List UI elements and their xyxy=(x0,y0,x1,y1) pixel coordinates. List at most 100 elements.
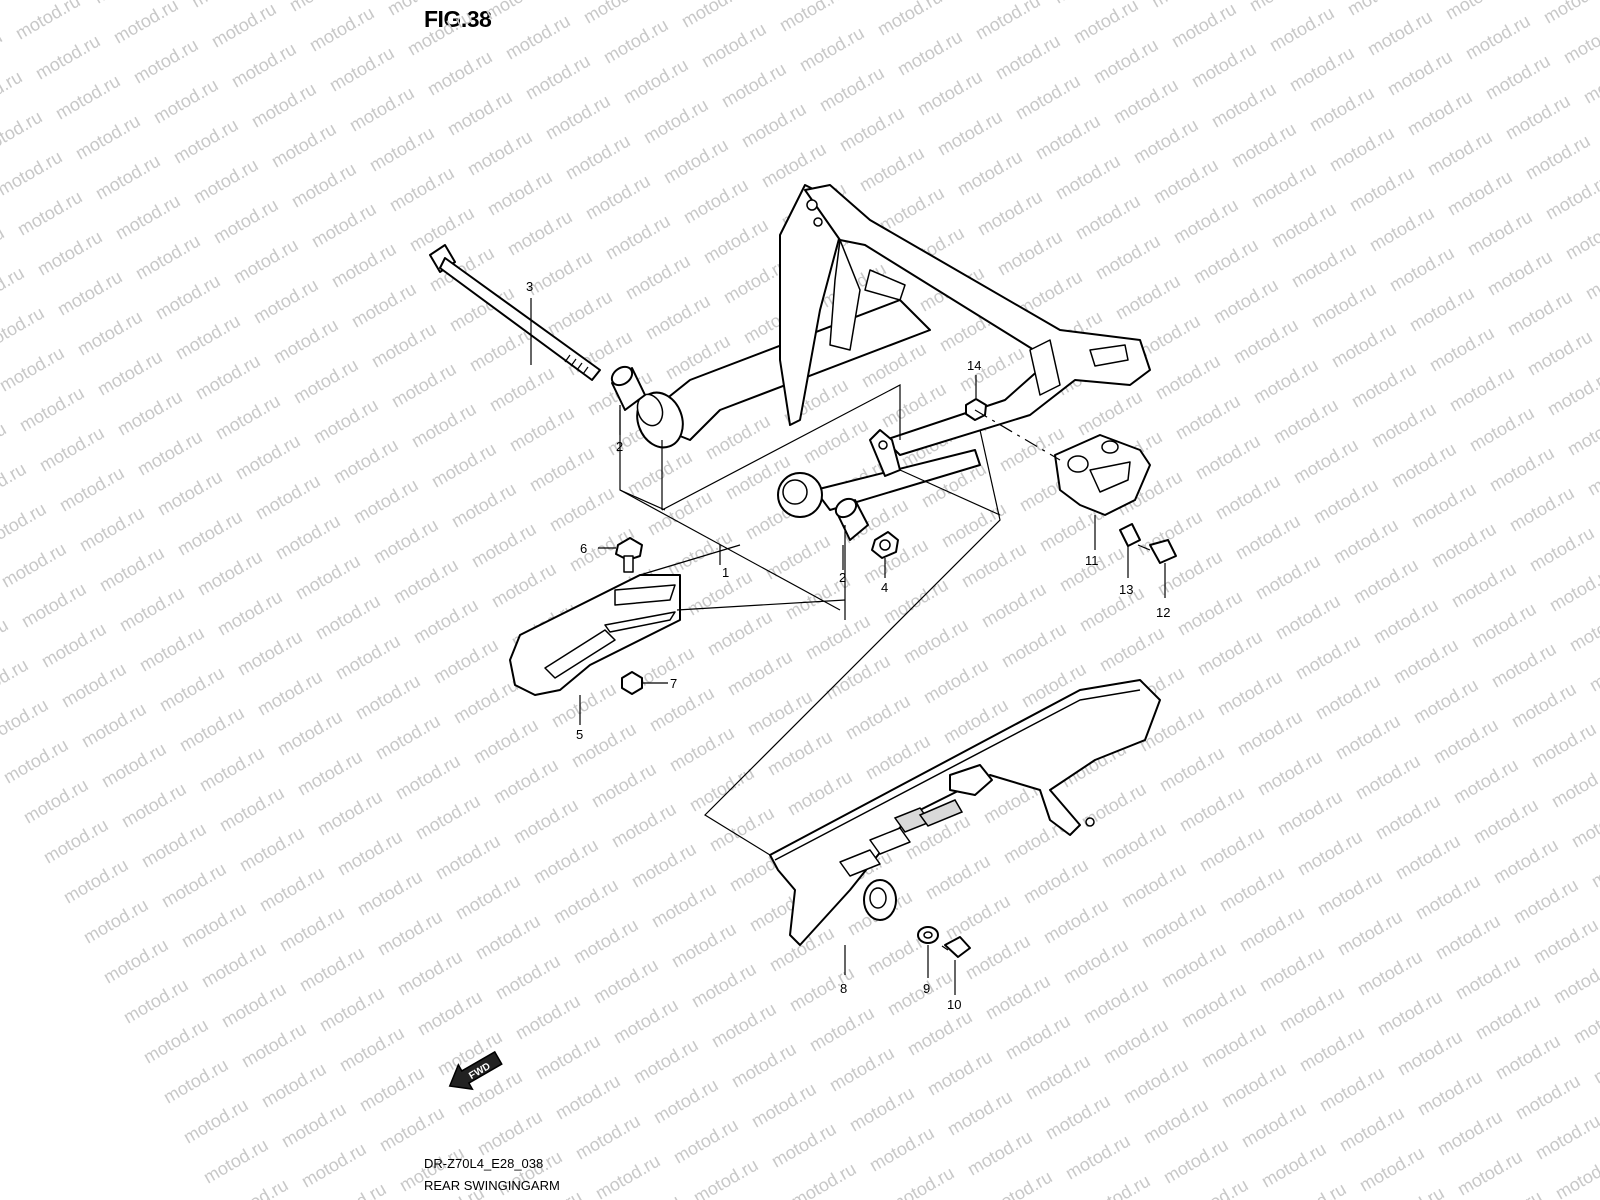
watermark-text: motod.ru xyxy=(232,431,304,484)
watermark-text: motod.ru xyxy=(1560,15,1600,68)
watermark-text: motod.ru xyxy=(254,667,326,720)
watermark-text: motod.ru xyxy=(646,683,718,736)
watermark-text: motod.ru xyxy=(644,487,716,540)
watermark-text: motod.ru xyxy=(152,271,224,324)
watermark-text: motod.ru xyxy=(1552,1151,1600,1200)
watermark-text: motod.ru xyxy=(816,63,888,116)
watermark-text: motod.ru xyxy=(1212,471,1284,524)
watermark-text: motod.ru xyxy=(982,971,1054,1024)
watermark-text: motod.ru xyxy=(524,247,596,300)
watermark-text: motod.ru xyxy=(1216,863,1288,916)
watermark-text: motod.ru xyxy=(1110,75,1182,128)
watermark-text: motod.ru xyxy=(1468,599,1540,652)
watermark-text: motod.ru xyxy=(588,759,660,812)
watermark-text: motod.ru xyxy=(1138,899,1210,952)
watermark-text: motod.ru xyxy=(0,695,52,748)
watermark-text: motod.ru xyxy=(1278,1179,1350,1200)
watermark-text: motod.ru xyxy=(212,391,284,444)
watermark-text: motod.ru xyxy=(1428,519,1500,572)
watermark-text: motod.ru xyxy=(0,147,66,200)
watermark-text: motod.ru xyxy=(1100,1015,1172,1068)
watermark-text: motod.ru xyxy=(1404,87,1476,140)
watermark-text: motod.ru xyxy=(1288,239,1360,292)
watermark-text: motod.ru xyxy=(274,707,346,760)
watermark-text: motod.ru xyxy=(1350,555,1422,608)
watermark-text: motod.ru xyxy=(112,191,184,244)
watermark-text: motod.ru xyxy=(994,227,1066,280)
watermark-text: motod.ru xyxy=(866,1123,938,1176)
watermark-text: motod.ru xyxy=(1270,395,1342,448)
watermark-text: motod.ru xyxy=(884,967,956,1020)
watermark-text: motod.ru xyxy=(132,231,204,284)
watermark-text: motod.ru xyxy=(1092,231,1164,284)
watermark-text: motod.ru xyxy=(700,215,772,268)
watermark-text: motod.ru xyxy=(998,619,1070,672)
diagram-code: DR-Z70L4_E28_038 xyxy=(424,1156,544,1171)
watermark-text: motod.ru xyxy=(1486,443,1558,496)
watermark-text: motod.ru xyxy=(1080,975,1152,1028)
watermark-text: motod.ru xyxy=(468,519,540,572)
watermark-text: motod.ru xyxy=(276,903,348,956)
watermark-text: motod.ru xyxy=(448,479,520,532)
watermark-text: motod.ru xyxy=(718,59,790,112)
watermark-text: motod.ru xyxy=(384,0,456,19)
watermark-text: motod.ru xyxy=(98,739,170,792)
watermark-text: motod.ru xyxy=(1308,279,1380,332)
fwd-arrow-label: FWD xyxy=(467,1061,492,1082)
watermark-text: motod.ru xyxy=(118,779,190,832)
watermark-text: motod.ru xyxy=(1452,951,1524,1004)
watermark-text: motod.ru xyxy=(1232,511,1304,564)
watermark-text: motod.ru xyxy=(286,0,358,15)
watermark-text: motod.ru xyxy=(1314,867,1386,920)
watermark-text: motod.ru xyxy=(1482,51,1554,104)
watermark-text: motod.ru xyxy=(404,7,476,60)
watermark-text: motod.ru xyxy=(1192,431,1264,484)
chain-buffer-part xyxy=(509,574,681,696)
watermark-text: motod.ru xyxy=(894,27,966,80)
watermark-text: motod.ru xyxy=(72,111,144,164)
watermark-text: motod.ru xyxy=(1508,679,1580,732)
watermark-text: motod.ru xyxy=(198,939,270,992)
watermark-text: motod.ru xyxy=(1156,743,1228,796)
watermark-text: motod.ru xyxy=(1372,791,1444,844)
watermark-text: motod.ru xyxy=(530,835,602,888)
watermark-text: motod.ru xyxy=(648,879,720,932)
watermark-text: motod.ru xyxy=(80,895,152,948)
watermark-text: motod.ru xyxy=(428,439,500,492)
watermark-text: motod.ru xyxy=(330,435,402,488)
watermark-text: motod.ru xyxy=(826,1043,898,1096)
watermark-text: motod.ru xyxy=(880,575,952,628)
watermark-text: motod.ru xyxy=(686,763,758,816)
watermark-text: motod.ru xyxy=(158,859,230,912)
watermark-text: motod.ru xyxy=(660,135,732,188)
watermark-text: motod.ru xyxy=(350,475,422,528)
callout-5: 5 xyxy=(576,727,583,742)
watermark-text: motod.ru xyxy=(1550,955,1600,1008)
watermark-text: motod.ru xyxy=(218,979,290,1032)
watermark-text: motod.ru xyxy=(290,355,362,408)
watermark-text: motod.ru xyxy=(842,691,914,744)
watermark-text: motod.ru xyxy=(938,499,1010,552)
watermark-text: motod.ru xyxy=(38,619,110,672)
watermark-text: motod.ru xyxy=(1174,587,1246,640)
watermark-text: motod.ru xyxy=(522,51,594,104)
watermark-text: motod.ru xyxy=(1328,319,1400,372)
watermark-text: motod.ru xyxy=(1172,391,1244,444)
watermark-text: motod.ru xyxy=(432,831,504,884)
watermark-text: motod.ru xyxy=(1090,35,1162,88)
watermark-text: motod.ru xyxy=(1120,1055,1192,1108)
callout-7: 7 xyxy=(670,676,677,691)
watermark-text: motod.ru xyxy=(1430,715,1502,768)
watermark-text: motod.ru xyxy=(288,159,360,212)
watermark-text: motod.ru xyxy=(354,867,426,920)
watermark-text: motod.ru xyxy=(650,1075,722,1128)
watermark-text: motod.ru xyxy=(886,1163,958,1200)
watermark-text: motod.ru xyxy=(1366,203,1438,256)
watermark-text: motod.ru xyxy=(796,23,868,76)
watermark-text: motod.ru xyxy=(666,723,738,776)
watermark-text: motod.ru xyxy=(1462,11,1534,64)
watermark-text: motod.ru xyxy=(430,635,502,688)
watermark-text: motod.ru xyxy=(1230,315,1302,368)
watermark-text: motod.ru xyxy=(914,67,986,120)
watermark-text: motod.ru xyxy=(374,907,446,960)
